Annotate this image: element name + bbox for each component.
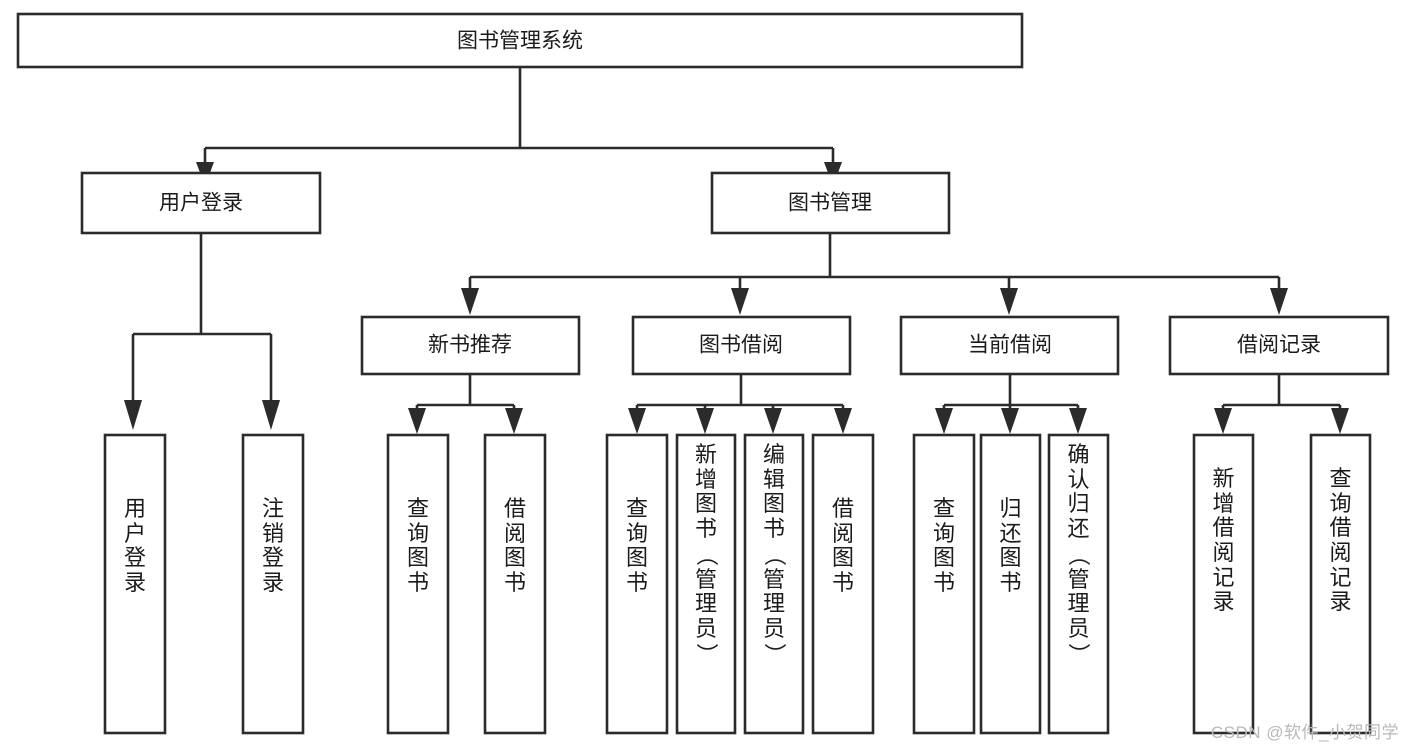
node-root-label: 图书管理系统 (457, 30, 583, 53)
node-book-management-label: 图书管理 (788, 192, 872, 215)
node-book-management[interactable]: 图书管理 (710, 171, 951, 235)
node-user-login[interactable]: 用户登录 (80, 171, 322, 235)
leaf-box-borrow-book[interactable] (811, 433, 875, 735)
node-current-borrow[interactable]: 当前借阅 (899, 315, 1120, 376)
connector-bookborrow-to-leaves (628, 374, 852, 434)
leaf-box-return-book[interactable] (979, 433, 1042, 735)
leaf-box-add-borrow-record[interactable] (1192, 433, 1255, 735)
node-user-login-label: 用户登录 (159, 192, 243, 215)
leaf-boxes (103, 433, 1372, 735)
node-borrow-record-label: 借阅记录 (1237, 334, 1321, 357)
leaf-box-logout[interactable] (241, 433, 305, 735)
connector-bookmgmt-to-level3 (461, 233, 1288, 315)
watermark: CSDN @软件_小贺同学 (1210, 723, 1399, 742)
leaf-box-add-book-admin[interactable] (675, 433, 737, 735)
node-new-book-recommend-label: 新书推荐 (428, 334, 512, 357)
node-current-borrow-label: 当前借阅 (968, 334, 1052, 357)
node-new-book-recommend[interactable]: 新书推荐 (360, 315, 581, 376)
connector-borrowrecord-to-leaves (1214, 374, 1349, 434)
leaf-box-query-borrow-record[interactable] (1309, 433, 1372, 735)
node-book-borrow[interactable]: 图书借阅 (631, 315, 852, 376)
connector-userlogin-to-leaves (124, 233, 280, 430)
node-root-system[interactable]: 图书管理系统 (16, 12, 1024, 69)
leaf-box-confirm-return-admin[interactable] (1047, 433, 1110, 735)
leaf-box-query-book-borrow[interactable] (605, 433, 669, 735)
leaf-box-borrow-book-rec[interactable] (483, 433, 547, 735)
leaf-box-edit-book-admin[interactable] (743, 433, 805, 735)
node-book-borrow-label: 图书借阅 (699, 334, 783, 357)
leaf-box-query-book-rec[interactable] (386, 433, 450, 735)
connector-root-to-level2 (196, 67, 842, 186)
leaf-box-query-book-current[interactable] (912, 433, 976, 735)
connector-currentborrow-to-leaves (935, 374, 1087, 434)
connector-newbook-to-leaves (408, 374, 523, 434)
node-borrow-record[interactable]: 借阅记录 (1168, 315, 1390, 376)
leaf-box-user-login[interactable] (103, 433, 167, 735)
